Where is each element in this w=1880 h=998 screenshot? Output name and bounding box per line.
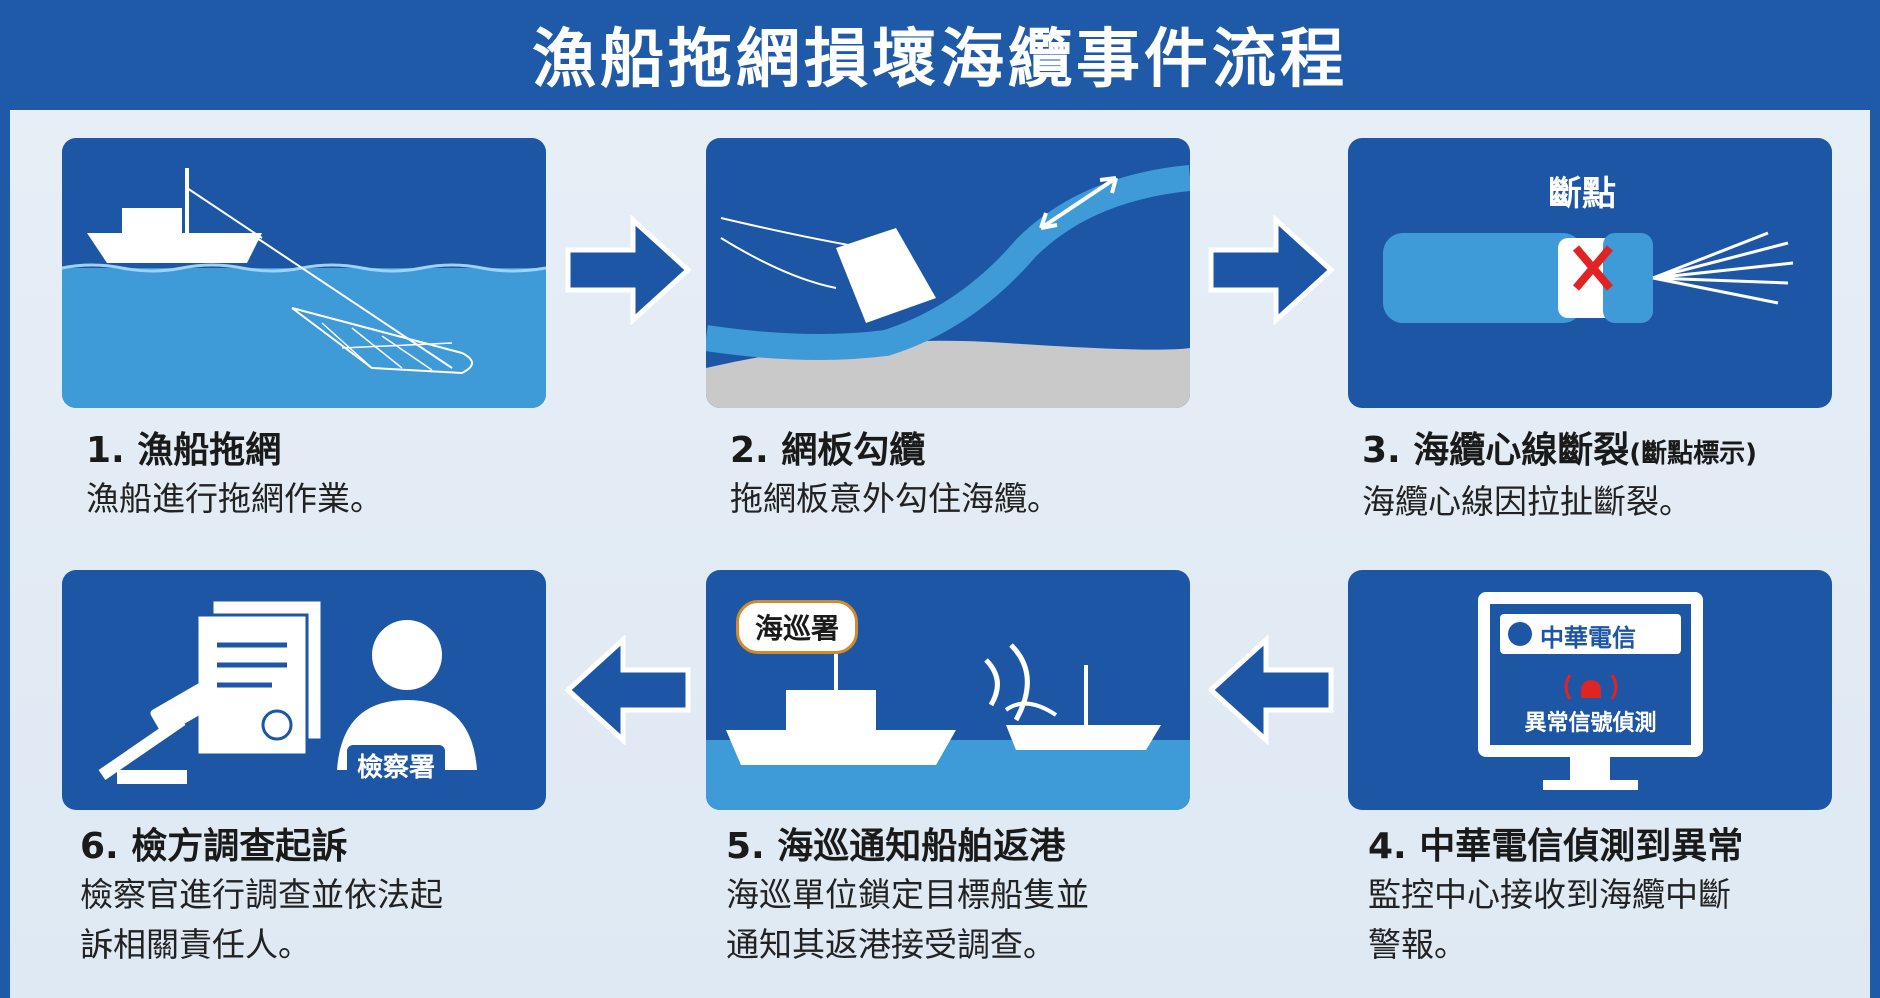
step-4-desc-line-1: 監控中心接收到海纜中斷	[1368, 875, 1731, 914]
step-3-heading-note: (斷點標示)	[1629, 439, 1758, 469]
step-5-heading: 5. 海巡通知船舶返港	[726, 826, 1066, 867]
panel-fishing-trawl	[62, 138, 546, 408]
step-2-heading: 2. 網板勾纜	[730, 430, 926, 471]
prosecution-illustration	[98, 598, 477, 784]
step-5-desc-line-1: 海巡單位鎖定目標船隻並	[726, 875, 1089, 914]
step-3-heading: 3. 海纜心線斷裂(斷點標示)	[1362, 428, 1880, 477]
step-5-desc-line-2: 通知其返港接受調查。	[726, 925, 1056, 964]
step-6-caption: 6. 檢方調查起訴 檢察官進行調查並依法起 訴相關責任人。	[80, 824, 600, 970]
arrow-left-icon	[1206, 634, 1336, 746]
step-3-desc: 海纜心線因拉扯斷裂。	[1362, 482, 1692, 521]
step-5-caption: 5. 海巡通知船舶返港 海巡單位鎖定目標船隻並 通知其返港接受調查。	[726, 824, 1246, 970]
step-1-desc: 漁船進行拖網作業。	[86, 479, 383, 518]
prosecutor-office-badge: 檢察署	[347, 745, 446, 786]
flow-canvas: 1. 漁船拖網 漁船進行拖網作業。 2. 網板勾纜 拖網板意外勾住海纜。 斷點 …	[10, 110, 1870, 998]
step-6-desc-line-1: 檢察官進行調查並依法起	[80, 875, 443, 914]
arrow-left-icon	[563, 634, 693, 746]
step-3-caption: 3. 海纜心線斷裂(斷點標示) 海纜心線因拉扯斷裂。	[1362, 428, 1880, 527]
step-6-heading: 6. 檢方調查起訴	[80, 826, 348, 867]
page-title: 漁船拖網損壞海纜事件流程	[532, 23, 1348, 97]
break-point-label: 斷點	[1548, 174, 1616, 214]
panel-coast-guard: 海巡署	[706, 570, 1190, 810]
step-6-desc-line-2: 訴相關責任人。	[80, 925, 311, 964]
step-2-desc: 拖網板意外勾住海纜。	[730, 479, 1060, 518]
coast-guard-badge: 海巡署	[736, 600, 859, 654]
abnormal-signal-label: 異常信號偵測	[1524, 711, 1657, 736]
step-4-heading: 4. 中華電信偵測到異常	[1368, 826, 1744, 867]
coast-guard-illustration	[706, 643, 1190, 810]
panel-cable-break: 斷點	[1348, 138, 1832, 408]
panel-cht-detection: 中華電信 異常信號偵測	[1348, 570, 1832, 810]
monitor-illustration	[1478, 592, 1703, 790]
broken-cable-illustration	[1383, 231, 1794, 323]
arrow-right-icon	[563, 214, 693, 326]
panel-prosecution: 檢察署	[62, 570, 546, 810]
step-4-caption: 4. 中華電信偵測到異常 監控中心接收到海纜中斷 警報。	[1368, 824, 1880, 970]
trawler-illustration	[62, 168, 546, 408]
step-1-caption: 1. 漁船拖網 漁船進行拖網作業。	[86, 428, 606, 524]
step-2-caption: 2. 網板勾纜 拖網板意外勾住海纜。	[730, 428, 1250, 524]
step-3-heading-text: 3. 海纜心線斷裂	[1362, 430, 1630, 471]
step-4-desc-line-2: 警報。	[1368, 925, 1467, 964]
cht-brand-label: 中華電信	[1540, 624, 1636, 652]
panel-trawl-door-hook	[706, 138, 1190, 408]
arrow-right-icon	[1206, 214, 1336, 326]
step-1-heading: 1. 漁船拖網	[86, 430, 282, 471]
cable-hook-illustration	[706, 165, 1190, 408]
